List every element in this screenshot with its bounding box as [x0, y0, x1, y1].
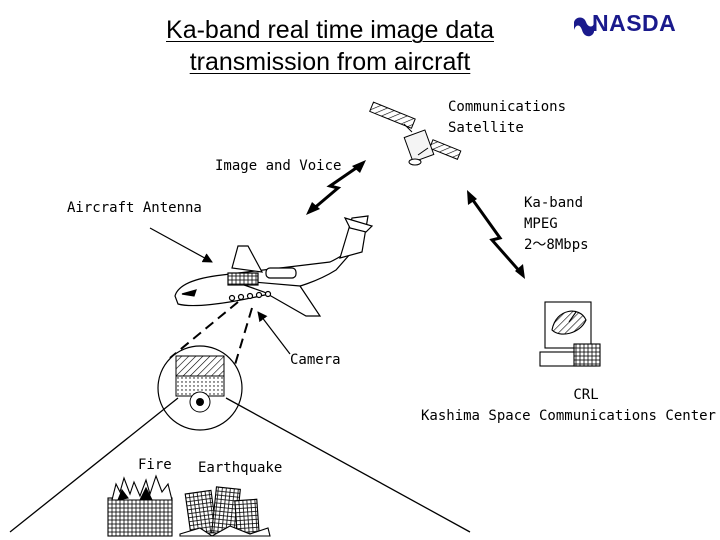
earthquake-icon [179, 486, 271, 537]
slide-title: Ka-band real time image data transmissio… [120, 14, 540, 78]
aircraft-icon [174, 215, 374, 317]
camera-pod-icon [157, 345, 243, 431]
title-line-2: transmission from aircraft [189, 48, 471, 76]
link-label: Image and Voice [215, 158, 342, 174]
view-line-right [225, 397, 471, 533]
title-line-1: Ka-band real time image data [166, 16, 494, 44]
camera-label: Camera [290, 352, 341, 368]
station-label: CRL Kashima Space Communications Center [420, 387, 716, 424]
view-line-left [9, 397, 179, 533]
downlink-arrow [467, 190, 525, 279]
logo-wordmark: NASDA [592, 10, 677, 36]
uplink-arrow [306, 160, 366, 215]
nasda-logo-icon [574, 17, 594, 37]
ground-station-icon [539, 301, 601, 367]
earthquake-label: Earthquake [198, 460, 283, 476]
satellite-label: Communications Satellite [448, 99, 567, 136]
satellite-icon [369, 101, 462, 166]
fire-icon [107, 474, 173, 537]
antenna-pointer [149, 227, 213, 263]
camera-pointer [257, 311, 291, 355]
antenna-label: Aircraft Antenna [67, 200, 202, 216]
camera-field-lines [169, 301, 253, 369]
fire-label: Fire [138, 457, 172, 473]
downlink-label: Ka-band MPEG 2～8Mbps [524, 195, 589, 253]
